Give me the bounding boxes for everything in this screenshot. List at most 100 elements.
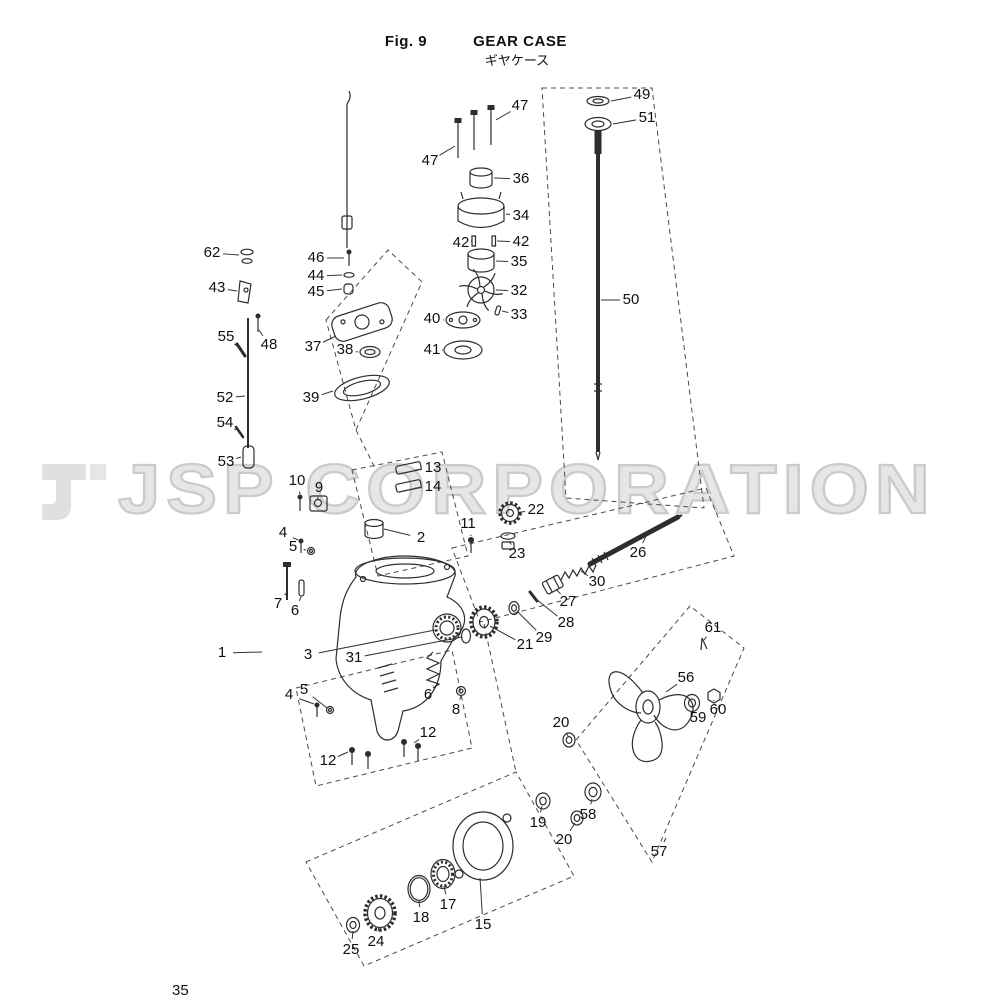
spacer-59 xyxy=(685,695,700,712)
part-number-34: 34 xyxy=(513,207,530,224)
part-number-13: 13 xyxy=(425,459,442,476)
part-number-2: 2 xyxy=(417,529,425,546)
leader-line-53 xyxy=(236,457,241,459)
callout-20: 20 xyxy=(553,714,569,736)
callout-38: 38 xyxy=(337,341,358,358)
part-number-5: 5 xyxy=(300,681,308,698)
screw-10 xyxy=(297,494,303,512)
callout-4: 4 xyxy=(279,524,298,541)
callout-26: 26 xyxy=(630,532,648,561)
callout-35: 35 xyxy=(496,253,527,270)
gasket-41 xyxy=(444,341,482,359)
pin-28 xyxy=(530,592,537,601)
leader-line-28 xyxy=(536,599,557,616)
spacer-58 xyxy=(585,783,601,801)
callout-62: 62 xyxy=(204,244,239,261)
leader-line-35 xyxy=(496,261,508,262)
part-number-5: 5 xyxy=(289,538,297,555)
part-number-52: 52 xyxy=(217,389,234,406)
part-number-48: 48 xyxy=(261,336,278,353)
callout-42: 42 xyxy=(497,233,529,250)
screw-48 xyxy=(255,313,261,333)
shim-14 xyxy=(395,479,421,492)
callout-13: 13 xyxy=(415,459,441,476)
callout-12: 12 xyxy=(320,752,348,769)
leader-line-44 xyxy=(327,275,342,276)
grommet-45 xyxy=(344,284,353,294)
leader-line-51 xyxy=(613,120,636,124)
callout-45: 45 xyxy=(308,283,342,300)
part-number-42: 42 xyxy=(453,234,470,251)
leader-line-21 xyxy=(490,626,515,640)
part-number-60: 60 xyxy=(710,701,727,718)
callout-43: 43 xyxy=(209,279,237,296)
callout-39: 39 xyxy=(303,389,333,406)
leader-line-20 xyxy=(566,733,568,736)
screw-11 xyxy=(468,537,474,553)
callout-56: 56 xyxy=(666,669,694,692)
leader-line-17 xyxy=(444,886,446,894)
leader-line-4 xyxy=(299,699,314,704)
propeller-56 xyxy=(609,672,693,762)
leader-line-37 xyxy=(323,336,336,342)
part-number-17: 17 xyxy=(440,896,457,913)
dowel-pins-42 xyxy=(472,236,496,246)
shim-13 xyxy=(395,461,421,474)
callout-30: 30 xyxy=(581,571,605,590)
callout-48: 48 xyxy=(259,330,277,353)
part-number-9: 9 xyxy=(315,479,323,496)
washer-29 xyxy=(509,602,519,615)
pump-housing-34 xyxy=(458,192,504,228)
callout-34: 34 xyxy=(506,207,529,224)
pin-55 xyxy=(237,344,245,356)
callout-61: 61 xyxy=(704,619,721,640)
part-number-30: 30 xyxy=(589,573,606,590)
shift-rod-upper xyxy=(342,91,352,248)
callout-2: 2 xyxy=(384,529,425,546)
leader-line-18 xyxy=(419,901,420,907)
part-number-53: 53 xyxy=(218,453,235,470)
leader-line-55 xyxy=(234,344,238,347)
screw-4-lower xyxy=(314,702,320,718)
callout-47: 47 xyxy=(496,97,528,120)
part-number-3: 3 xyxy=(304,646,312,663)
part-number-44: 44 xyxy=(308,267,325,284)
part-number-45: 45 xyxy=(308,283,325,300)
leader-line-54 xyxy=(234,429,236,430)
bolts-47 xyxy=(454,105,495,158)
leader-line-10 xyxy=(299,492,300,494)
callout-52: 52 xyxy=(217,389,245,406)
leader-line-22 xyxy=(521,511,525,512)
propeller-shaft-26 xyxy=(590,515,682,566)
callout-40: 40 xyxy=(424,310,444,327)
leader-line-26 xyxy=(643,532,648,543)
leader-line-62 xyxy=(223,254,239,255)
part-number-4: 4 xyxy=(279,524,287,541)
callout-11: 11 xyxy=(460,515,476,536)
ball-bearing-17 xyxy=(431,860,455,889)
washer-44 xyxy=(344,273,354,278)
part-number-58: 58 xyxy=(580,806,597,823)
leader-line-19 xyxy=(541,806,542,812)
callout-28: 28 xyxy=(536,599,574,631)
leader-line-15 xyxy=(480,878,482,914)
screws-12-right xyxy=(401,739,421,761)
bushing-2 xyxy=(365,520,383,539)
leader-line-48 xyxy=(259,330,263,336)
leader-line-6 xyxy=(299,597,301,601)
part-number-21: 21 xyxy=(517,636,534,653)
leader-line-2 xyxy=(384,529,410,535)
leader-line-30 xyxy=(581,571,588,576)
part-number-18: 18 xyxy=(413,909,430,926)
callout-1: 1 xyxy=(218,644,262,661)
part-number-37: 37 xyxy=(305,338,322,355)
callout-20: 20 xyxy=(556,823,575,848)
part-number-50: 50 xyxy=(623,291,640,308)
part-number-49: 49 xyxy=(634,86,651,103)
washer-8 xyxy=(457,687,466,696)
callout-54: 54 xyxy=(217,414,236,431)
part-number-36: 36 xyxy=(513,170,530,187)
leader-line-56 xyxy=(666,684,677,692)
leader-line-23 xyxy=(509,541,511,545)
